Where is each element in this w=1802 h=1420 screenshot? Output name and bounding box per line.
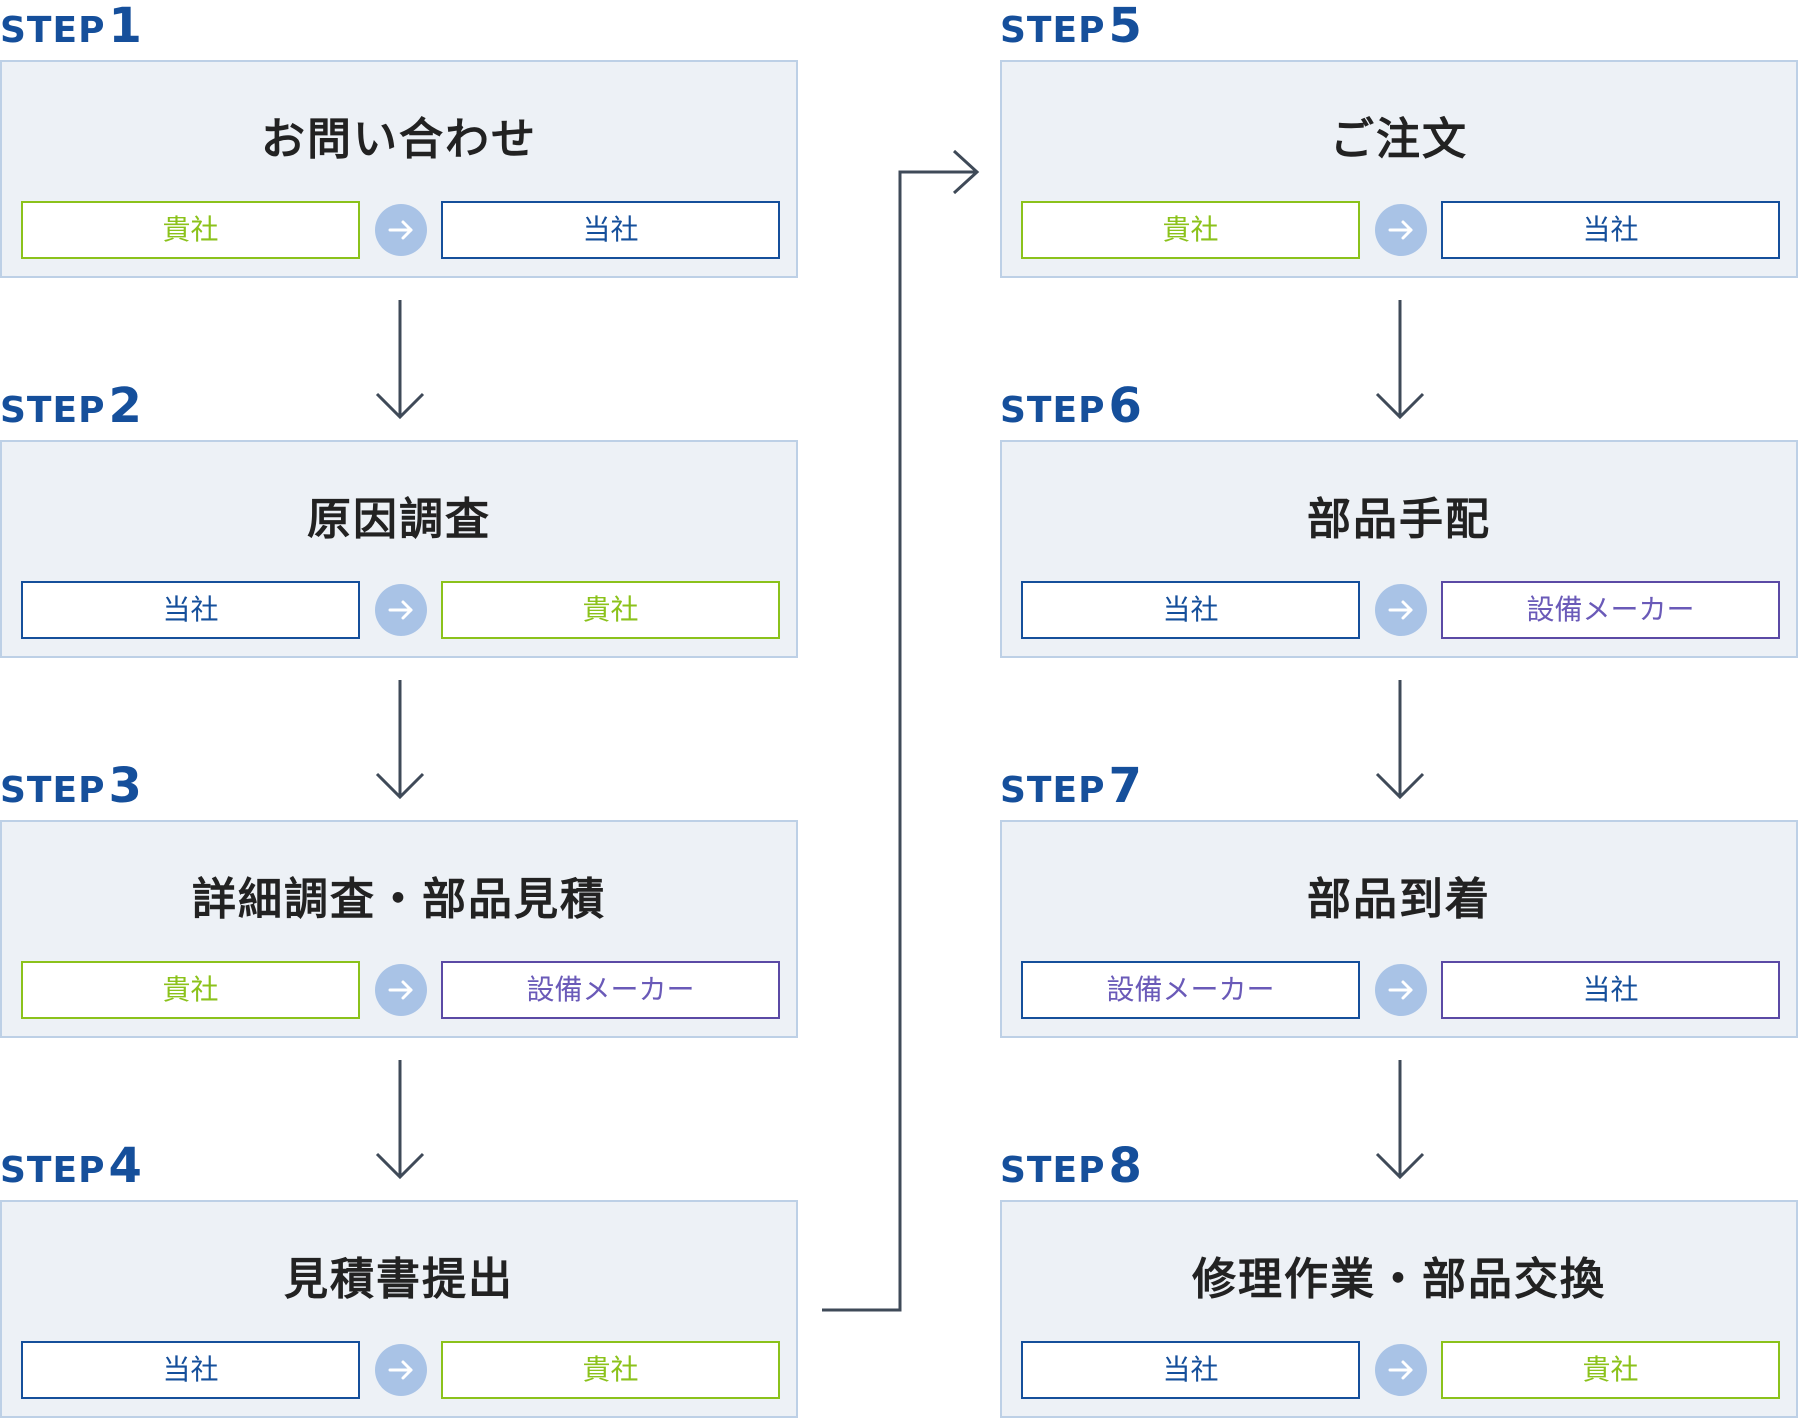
- step-number: 1: [108, 0, 142, 54]
- arrow-right-circle-icon: [1375, 204, 1427, 256]
- step-label-2: STEP2: [0, 382, 142, 430]
- to-party: 当社: [1441, 201, 1780, 259]
- step-title: 部品到着: [1307, 874, 1491, 925]
- to-party: 貴社: [441, 581, 780, 639]
- step-number: 3: [108, 758, 142, 814]
- step-number: 6: [1108, 378, 1142, 434]
- arrow-right-circle-icon: [375, 584, 427, 636]
- arrow-down-icon: [375, 300, 425, 420]
- step-card-7: 部品到着設備メーカー 当社: [1000, 820, 1798, 1038]
- from-party: 当社: [1021, 1341, 1360, 1399]
- to-party: 当社: [441, 201, 780, 259]
- step-label-5: STEP5: [1000, 2, 1142, 50]
- arrow-right-circle-icon: [375, 1344, 427, 1396]
- step-label-3: STEP3: [0, 762, 142, 810]
- to-party: 設備メーカー: [1441, 581, 1780, 639]
- step-number: 4: [108, 1138, 142, 1194]
- step-label-7: STEP7: [1000, 762, 1142, 810]
- step-card-5: ご注文貴社 当社: [1000, 60, 1798, 278]
- arrow-right-circle-icon: [375, 964, 427, 1016]
- from-party: 貴社: [1021, 201, 1360, 259]
- step-word: STEP: [0, 1150, 106, 1191]
- arrow-right-circle-icon: [1375, 1344, 1427, 1396]
- to-party: 設備メーカー: [441, 961, 780, 1019]
- step-title: 修理作業・部品交換: [1192, 1254, 1606, 1305]
- step-card-2: 原因調査当社 貴社: [0, 440, 798, 658]
- step-title: 詳細調査・部品見積: [192, 874, 606, 925]
- step-title: 見積書提出: [284, 1254, 514, 1305]
- from-party: 当社: [1021, 581, 1360, 639]
- step-word: STEP: [0, 770, 106, 811]
- arrow-down-icon: [375, 680, 425, 800]
- step-number: 7: [1108, 758, 1142, 814]
- step-title: 部品手配: [1307, 494, 1491, 545]
- step-number: 2: [108, 378, 142, 434]
- step-label-1: STEP1: [0, 2, 142, 50]
- step-word: STEP: [1000, 770, 1106, 811]
- step-word: STEP: [1000, 1150, 1106, 1191]
- step-label-6: STEP6: [1000, 382, 1142, 430]
- step-word: STEP: [1000, 390, 1106, 431]
- step-word: STEP: [0, 10, 106, 51]
- step-card-1: お問い合わせ貴社 当社: [0, 60, 798, 278]
- arrow-down-icon: [1375, 680, 1425, 800]
- step-card-4: 見積書提出当社 貴社: [0, 1200, 798, 1418]
- arrow-right-circle-icon: [1375, 584, 1427, 636]
- arrow-down-icon: [375, 1060, 425, 1180]
- arrow-right-circle-icon: [375, 204, 427, 256]
- step-title: お問い合わせ: [261, 114, 537, 165]
- arrow-down-icon: [1375, 1060, 1425, 1180]
- to-party: 貴社: [1441, 1341, 1780, 1399]
- step-title: ご注文: [1330, 114, 1468, 165]
- step-label-4: STEP4: [0, 1142, 142, 1190]
- from-party: 設備メーカー: [1021, 961, 1360, 1019]
- from-party: 貴社: [21, 961, 360, 1019]
- step-card-6: 部品手配当社 設備メーカー: [1000, 440, 1798, 658]
- step-number: 5: [1108, 0, 1142, 54]
- step-word: STEP: [0, 390, 106, 431]
- step-word: STEP: [1000, 10, 1106, 51]
- step-card-3: 詳細調査・部品見積貴社 設備メーカー: [0, 820, 798, 1038]
- step-card-8: 修理作業・部品交換当社 貴社: [1000, 1200, 1798, 1418]
- connector-step4-to-step5: [822, 149, 980, 1312]
- arrow-down-icon: [1375, 300, 1425, 420]
- from-party: 当社: [21, 581, 360, 639]
- step-number: 8: [1108, 1138, 1142, 1194]
- from-party: 貴社: [21, 201, 360, 259]
- to-party: 当社: [1441, 961, 1780, 1019]
- to-party: 貴社: [441, 1341, 780, 1399]
- arrow-right-circle-icon: [1375, 964, 1427, 1016]
- step-label-8: STEP8: [1000, 1142, 1142, 1190]
- step-title: 原因調査: [307, 494, 491, 545]
- from-party: 当社: [21, 1341, 360, 1399]
